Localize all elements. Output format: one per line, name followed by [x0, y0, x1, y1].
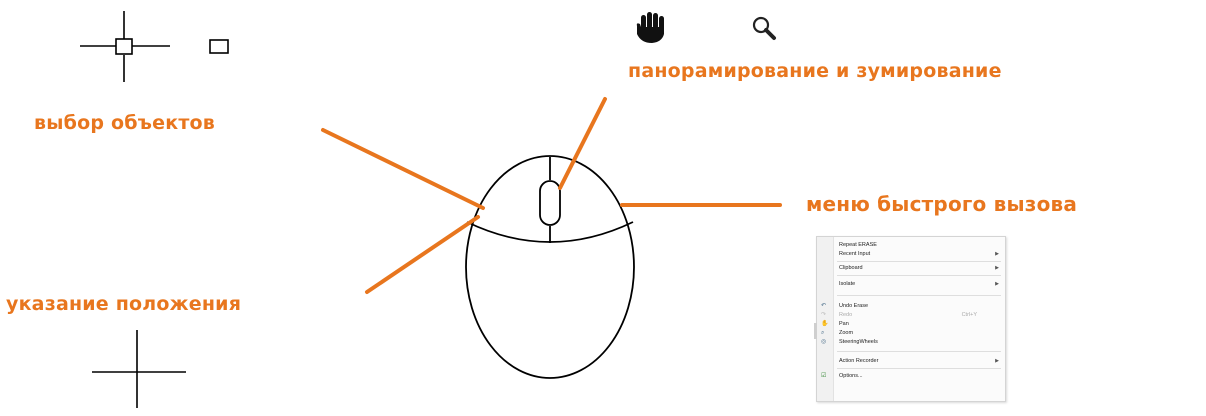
- submenu-arrow-icon: ▶: [995, 265, 999, 271]
- menu-item-redo: ↷ Redo Ctrl+Y: [817, 311, 1005, 320]
- menu-item-label: Recent Input: [839, 251, 871, 257]
- leader-point: [365, 215, 480, 294]
- menu-item-label: Action Recorder: [839, 358, 879, 364]
- crosshair-pickbox-icon: [80, 11, 170, 82]
- context-menu: Repeat ERASE Recent Input ▶ Clipboard ▶ …: [814, 236, 1006, 402]
- undo-icon: ↶: [821, 303, 827, 309]
- pickbox-icon: [209, 39, 229, 54]
- magnifier-zoom-icon: [752, 16, 776, 40]
- label-pan-zoom: панорамирование и зумирование: [628, 60, 1002, 82]
- menu-item-label: SteeringWheels: [839, 339, 878, 345]
- menu-item-repeat-erase[interactable]: Repeat ERASE: [817, 241, 1005, 250]
- menu-item-label: Options...: [839, 373, 863, 379]
- zoom-icon: ⌕: [821, 330, 825, 336]
- menu-item-action-recorder[interactable]: Action Recorder ▶: [817, 357, 1005, 366]
- menu-separator: [837, 368, 1001, 369]
- mouse-scroll-wheel: [539, 180, 561, 226]
- submenu-arrow-icon: ▶: [995, 358, 999, 364]
- menu-item-label: Zoom: [839, 330, 854, 336]
- pan-icon: ✋: [821, 321, 829, 327]
- hand-pan-icon: [636, 12, 664, 43]
- options-icon: ☑: [821, 373, 827, 379]
- menu-item-label: Undo Erase: [839, 303, 869, 309]
- menu-item-options[interactable]: ☑ Options...: [817, 372, 1005, 381]
- menu-item-clipboard[interactable]: Clipboard ▶: [817, 264, 1005, 273]
- crosshair-icon: [92, 330, 186, 408]
- submenu-arrow-icon: ▶: [995, 281, 999, 287]
- submenu-arrow-icon: ▶: [995, 251, 999, 257]
- menu-separator: [837, 261, 1001, 262]
- menu-item-pan[interactable]: ✋ Pan: [817, 320, 1005, 329]
- callout-lines: [321, 97, 782, 294]
- label-select-objects: выбор объектов: [34, 112, 216, 134]
- mouse-body: [465, 155, 635, 379]
- context-menu-grip: [814, 323, 817, 339]
- menu-item-undo-erase[interactable]: ↶ Undo Erase: [817, 302, 1005, 311]
- menu-item-label: Isolate: [839, 281, 856, 287]
- menu-item-label: Redo: [839, 312, 853, 318]
- menu-item-isolate[interactable]: Isolate ▶: [817, 280, 1005, 289]
- menu-item-zoom[interactable]: ⌕ Zoom: [817, 329, 1005, 338]
- mouse-outline: [465, 155, 635, 379]
- menu-item-label: Clipboard: [839, 265, 863, 271]
- menu-item-label: Pan: [839, 321, 849, 327]
- menu-item-label: Repeat ERASE: [839, 242, 877, 248]
- label-context-menu: меню быстрого вызова: [806, 192, 1078, 216]
- menu-item-shortcut: Ctrl+Y: [961, 312, 977, 318]
- leader-pan: [558, 97, 607, 190]
- menu-separator: [837, 351, 1001, 352]
- leader-select: [321, 128, 485, 210]
- context-menu-gutter: [817, 237, 834, 401]
- label-point-location: указание положения: [6, 293, 242, 315]
- menu-item-steeringwheels[interactable]: ◎ SteeringWheels: [817, 338, 1005, 347]
- redo-icon: ↷: [821, 312, 827, 318]
- steering-wheel-icon: ◎: [821, 339, 827, 345]
- menu-separator: [837, 275, 1001, 276]
- menu-separator: [837, 295, 1001, 296]
- menu-item-recent-input[interactable]: Recent Input ▶: [817, 250, 1005, 259]
